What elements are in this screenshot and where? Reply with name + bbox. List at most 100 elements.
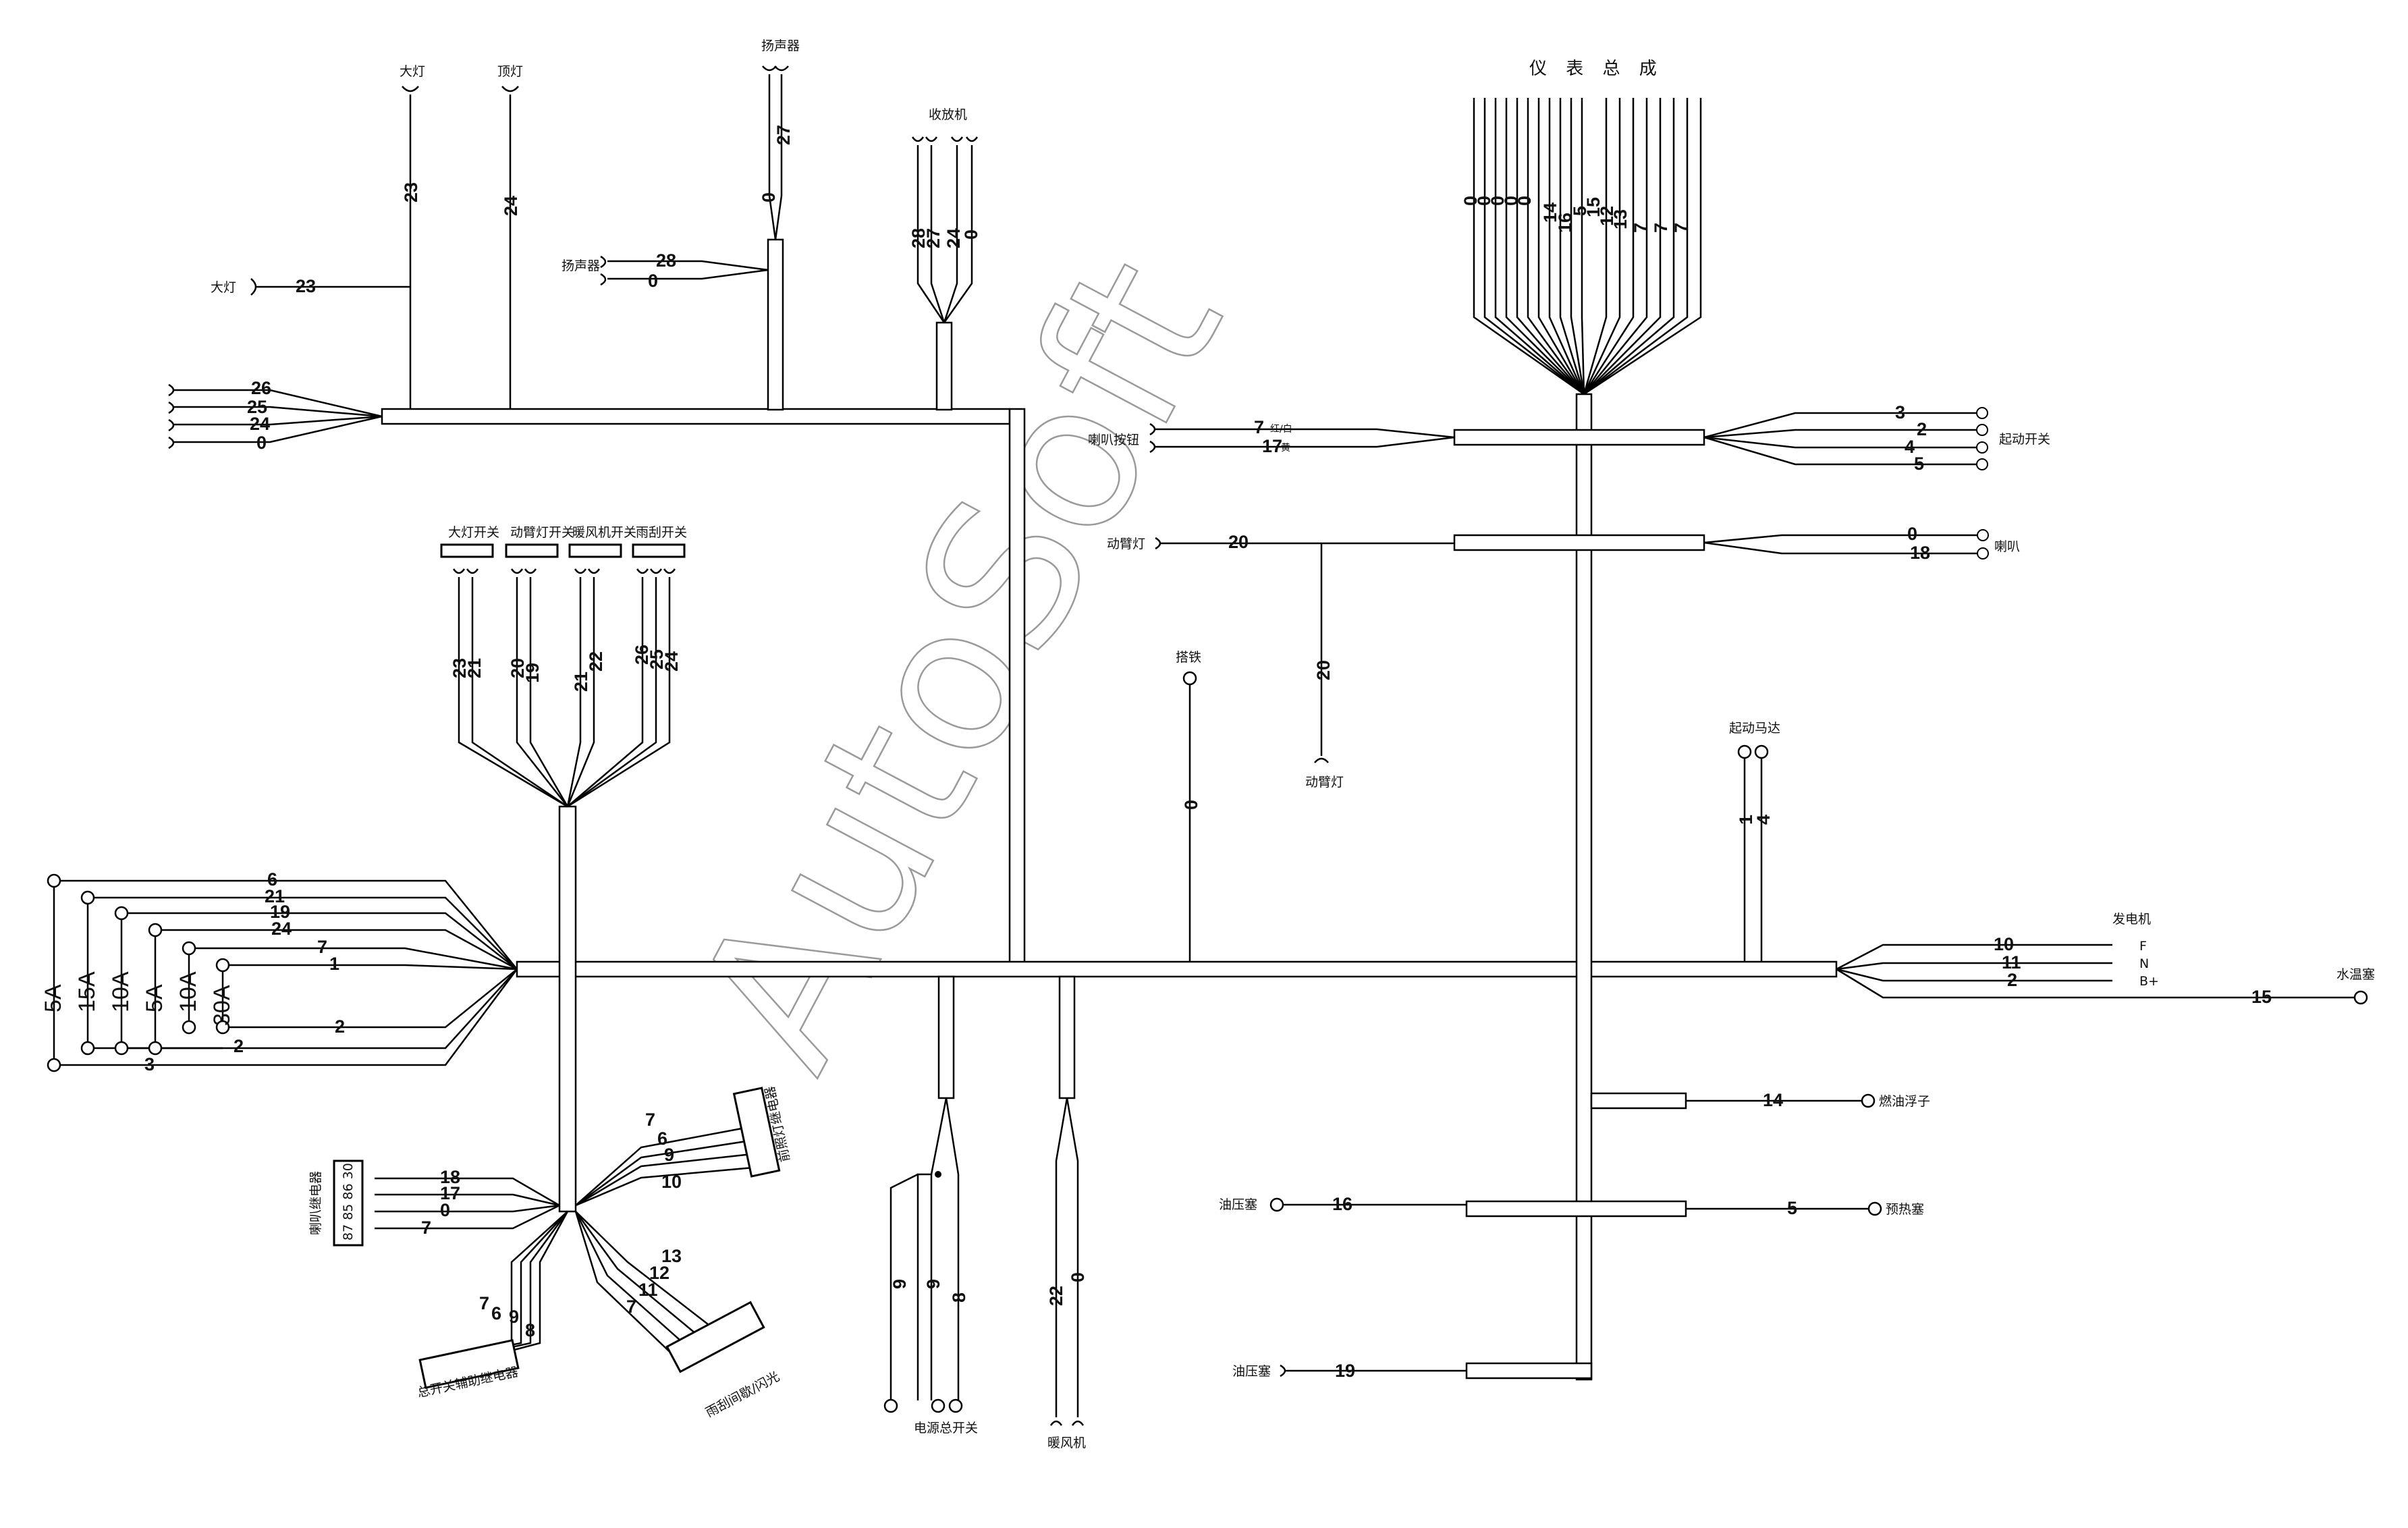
wire-25: 25 — [247, 397, 267, 417]
wire-26: 26 — [251, 378, 271, 398]
relay-r-wire-2: 6 — [657, 1128, 667, 1149]
cluster-wire-4: 0 — [1501, 196, 1521, 206]
relay-main-wire-2: 6 — [491, 1303, 501, 1324]
label-horn-button: 喇叭按钮 — [1088, 433, 1139, 447]
relay-l-wire-3: 0 — [440, 1200, 450, 1220]
fuse-15a: 15A — [74, 971, 100, 1012]
start-wire-4: 5 — [1914, 454, 1924, 474]
sw-wire-5: 21 — [571, 672, 591, 692]
starter-wire-2: 4 — [1753, 815, 1774, 825]
top-left-wiring — [168, 65, 979, 449]
switch-heater: 暖风机开关 — [572, 525, 636, 540]
label-roof-light: 顶灯 — [497, 64, 523, 79]
start-wire-1: 3 — [1895, 402, 1905, 422]
fuse-wire-6: 1 — [329, 954, 339, 974]
cluster-wire-14: 7 — [1671, 223, 1691, 233]
label-flash-relay: 前照灯继电器 — [763, 1085, 793, 1163]
radio-wire-1: 28 — [908, 228, 929, 248]
relay-flash-wire-4: 7 — [626, 1297, 636, 1317]
label-horn-relay: 喇叭继电器 — [308, 1171, 323, 1235]
cluster-wire-2: 0 — [1474, 196, 1494, 206]
fuse-5a-2: 5A — [142, 984, 167, 1012]
start-wire-3: 4 — [1905, 437, 1915, 457]
cluster-wire-8: 5 — [1570, 206, 1590, 216]
fuse-wire-7: 2 — [335, 1016, 345, 1037]
horn-wire-2: 18 — [1910, 543, 1930, 563]
label-main-relay: 总开关辅助继电器 — [416, 1365, 519, 1400]
relay-r-wire-3: 9 — [664, 1145, 674, 1165]
gen-wire-2: 11 — [2002, 952, 2021, 973]
label-instrument-cluster: 仪 表 总 成 — [1529, 59, 1664, 79]
label-horn: 喇叭 — [1994, 539, 2020, 554]
fuse-10a-2: 10A — [175, 971, 201, 1012]
color-horn-btn-1: 红/白 — [1270, 424, 1292, 435]
sw-wire-2: 21 — [464, 658, 485, 678]
water-temp-wire: 15 — [2251, 987, 2272, 1007]
radio-wire-2: 27 — [923, 228, 943, 248]
cluster-wire-3: 0 — [1487, 196, 1508, 206]
relay-main-wire-4: 8 — [525, 1320, 535, 1340]
fuse-wire-1: 6 — [267, 869, 277, 890]
oil2-wire: 19 — [1335, 1361, 1355, 1381]
instrument-cluster-wires — [1473, 98, 1702, 395]
oil1-wire: 16 — [1332, 1194, 1352, 1214]
switch-wires — [452, 568, 676, 808]
color-horn-btn-2: 黄 — [1281, 442, 1290, 454]
relay-l-wire-2: 17 — [440, 1183, 460, 1203]
label-wiper-relay: 雨刮间歇/闪光 — [703, 1369, 782, 1420]
preheat-wire: 5 — [1787, 1198, 1797, 1218]
label-starter-motor: 起动马达 — [1729, 721, 1780, 736]
label-oil-pressure-1: 油压塞 — [1219, 1197, 1257, 1212]
relay-l-wire-4: 7 — [421, 1218, 431, 1238]
cluster-wire-6: 14 — [1540, 202, 1560, 223]
fuse-wire-5: 7 — [317, 937, 327, 957]
arm-light-wire: 20 — [1228, 532, 1249, 552]
switch-wiper: 雨刮开关 — [636, 525, 687, 540]
label-start-switch: 起动开关 — [1999, 432, 2050, 447]
power-wire-3: 8 — [949, 1292, 969, 1303]
label-preheat: 预热塞 — [1886, 1202, 1924, 1217]
heater-wire-1: 22 — [1046, 1286, 1066, 1306]
sw-wire-8: 25 — [647, 649, 667, 670]
wire-0: 0 — [759, 192, 779, 202]
radio-wire-3: 24 — [943, 228, 964, 248]
heater-wire-2: 0 — [1068, 1272, 1088, 1282]
wire-0c: 0 — [256, 433, 267, 453]
label-water-temp: 水温塞 — [2336, 967, 2375, 982]
fuse-10a: 10A — [108, 971, 134, 1012]
label-generator: 发电机 — [2112, 912, 2151, 927]
relay-flash-wire-1: 13 — [661, 1246, 682, 1266]
cluster-wire-10: 12 — [1597, 206, 1617, 226]
horn-wire-1: 0 — [1907, 524, 1917, 544]
relay-main-wire-3: 9 — [509, 1307, 519, 1327]
horn-relay-pins: 87 85 86 30 — [341, 1163, 356, 1240]
label-headlight-left: 大灯 — [211, 280, 236, 295]
power-wire-2: 9 — [923, 1279, 943, 1289]
switch-arm-light: 动臂灯开关 — [510, 525, 574, 540]
start-wire-2: 2 — [1917, 419, 1927, 439]
relay-r-wire-1: 7 — [645, 1110, 655, 1130]
relay-r-wire-4: 10 — [661, 1172, 682, 1192]
sw-wire-4: 19 — [522, 663, 543, 683]
wire-27: 27 — [773, 125, 794, 145]
sw-wire-6: 22 — [586, 651, 606, 672]
cluster-wire-1: 0 — [1460, 196, 1481, 206]
switch-headlight: 大灯开关 — [448, 525, 499, 540]
radio-wire-4: 0 — [961, 229, 981, 240]
fuse-wire-4: 24 — [271, 919, 292, 939]
cluster-wire-13: 7 — [1651, 223, 1671, 233]
wire-24b: 24 — [250, 414, 270, 434]
label-ground: 搭铁 — [1176, 650, 1201, 665]
wire-23: 23 — [401, 182, 421, 202]
sw-wire-7: 26 — [632, 645, 652, 665]
horn-btn-wire-1: 7 — [1254, 417, 1264, 437]
bottom-branch-wires — [883, 1097, 1085, 1426]
fuse-wires — [47, 873, 518, 1072]
fuse-wire-2: 21 — [265, 886, 285, 906]
wire-0b: 0 — [648, 271, 658, 291]
label-speaker-mid: 扬声器 — [562, 258, 600, 273]
switch-boxes — [440, 543, 686, 558]
